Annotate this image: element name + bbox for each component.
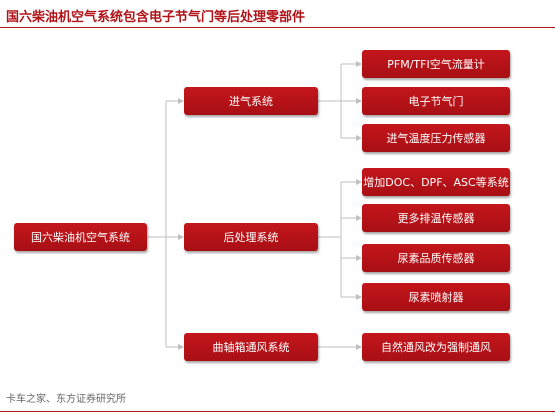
footer-divider [0,411,555,412]
leaf-node-electronic-throttle: 电子节气门 [362,87,510,115]
leaf-node-intake-temp-pressure-sensor: 进气温度压力传感器 [362,124,510,152]
branch-node-intake: 进气系统 [184,87,318,115]
root-node: 国六柴油机空气系统 [14,223,147,251]
leaf-node-exhaust-temp-sensors: 更多排温传感器 [362,204,510,232]
branch-node-aftertreatment: 后处理系统 [184,223,318,251]
leaf-node-doc-dpf-asc: 增加DOC、DPF、ASC等系统 [362,168,510,196]
title-divider [0,27,555,28]
leaf-node-air-flow-meter: PFM/TFI空气流量计 [362,50,510,78]
branch-node-crankcase: 曲轴箱通风系统 [184,333,318,361]
source-note: 卡车之家、东方证券研究所 [6,394,126,405]
diagram-title: 国六柴油机空气系统包含电子节气门等后处理零部件 [6,10,306,25]
leaf-node-forced-ventilation: 自然通风改为强制通风 [362,333,510,361]
leaf-node-urea-quality-sensor: 尿素品质传感器 [362,244,510,272]
leaf-node-urea-injector: 尿素喷射器 [362,283,510,311]
